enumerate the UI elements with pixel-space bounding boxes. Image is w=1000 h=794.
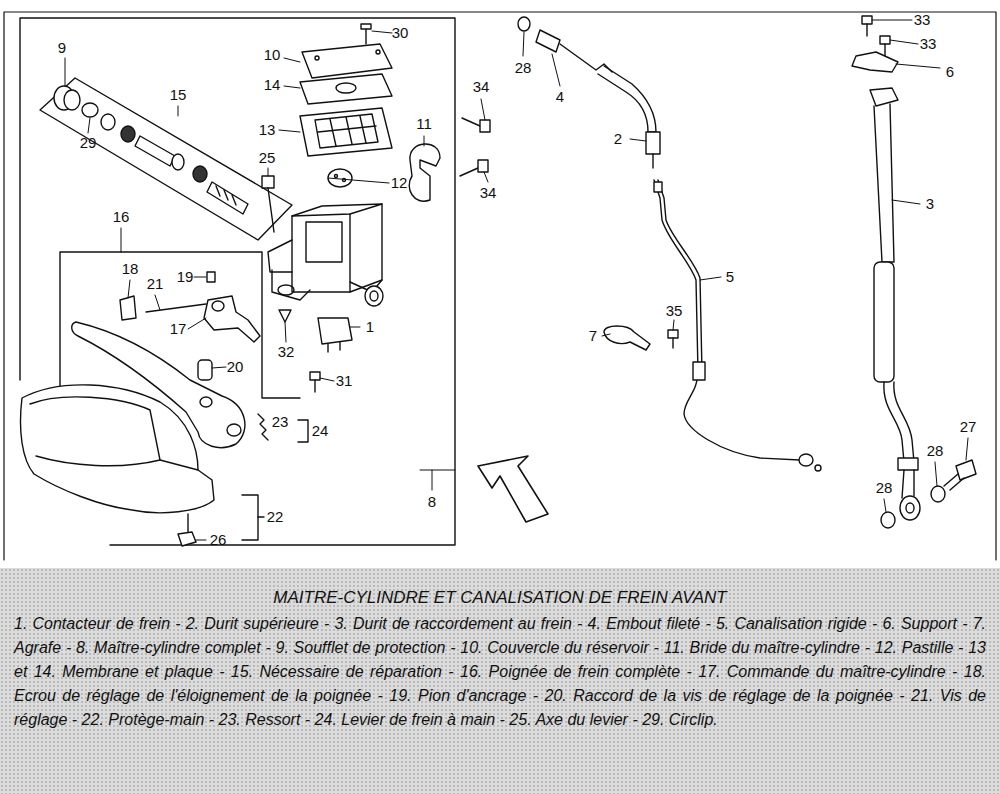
- callout-number: 33: [920, 36, 937, 52]
- callout-number: 28: [515, 60, 532, 76]
- callout-number: 26: [210, 532, 227, 548]
- callout-number: 29: [80, 135, 97, 151]
- callout-number: 28: [927, 443, 944, 459]
- callout-number: 14: [264, 77, 281, 93]
- callout-number: 7: [589, 328, 597, 344]
- callout-number: 21: [147, 276, 164, 292]
- callout-number: 31: [336, 373, 353, 389]
- callout-number: 12: [391, 175, 408, 191]
- callout-number: 16: [113, 209, 130, 225]
- callout-number: 18: [122, 261, 139, 277]
- callout-number: 2: [614, 131, 622, 147]
- callout-number: 33: [914, 12, 931, 28]
- callout-number: 10: [264, 47, 281, 63]
- caption-band: MAITRE-CYLINDRE ET CANALISATION DE FREIN…: [0, 568, 1000, 794]
- callout-number: 9: [58, 40, 66, 56]
- callout-number: 27: [960, 419, 977, 435]
- callout-number: 28: [876, 480, 893, 496]
- callout-number: 24: [312, 423, 329, 439]
- callout-number: 23: [272, 414, 289, 430]
- callout-number: 6: [946, 64, 954, 80]
- callout-number: 19: [177, 269, 194, 285]
- callout-number: 15: [170, 87, 187, 103]
- callout-number: 8: [428, 494, 436, 510]
- caption-text: 1. Contacteur de frein - 2. Durit supéri…: [14, 612, 986, 732]
- callout-number: 3: [926, 196, 934, 212]
- callout-number: 11: [416, 116, 432, 132]
- callout-number: 13: [259, 122, 276, 138]
- callout-number: 17: [170, 321, 187, 337]
- callout-number: 32: [278, 344, 295, 360]
- callout-number: 22: [267, 509, 284, 525]
- callout-number: 35: [666, 303, 683, 319]
- callout-number: 5: [726, 269, 734, 285]
- callout-number: 25: [259, 150, 276, 166]
- callout-number: 1: [366, 319, 374, 335]
- callout-number: 4: [556, 89, 564, 105]
- callout-number: 20: [227, 359, 244, 375]
- callout-number: 34: [473, 79, 490, 95]
- caption-title: MAITRE-CYLINDRE ET CANALISATION DE FREIN…: [10, 588, 990, 608]
- callout-number: 30: [392, 25, 409, 41]
- callout-number: 34: [480, 185, 497, 201]
